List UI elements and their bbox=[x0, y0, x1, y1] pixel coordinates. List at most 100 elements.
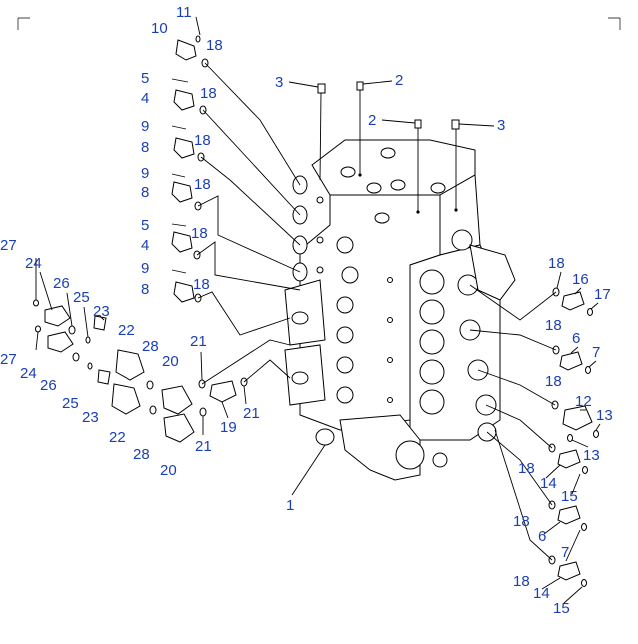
o-ring-26 bbox=[72, 352, 80, 362]
left-spool-caps bbox=[292, 175, 359, 446]
bolt-hole bbox=[316, 196, 324, 204]
spool-cap bbox=[341, 266, 359, 284]
callout-5: 5 bbox=[141, 70, 149, 87]
callout-26: 26 bbox=[40, 377, 57, 394]
spool-cover bbox=[419, 329, 445, 355]
adapter-6 bbox=[559, 351, 583, 371]
callout-labels: 11 10 18 5 4 18 9 8 18 9 8 18 5 4 18 9 8… bbox=[0, 4, 613, 617]
spool-cap bbox=[336, 236, 354, 254]
adapter-14 bbox=[557, 449, 581, 469]
clip-9 bbox=[171, 125, 187, 130]
cap-13 bbox=[593, 430, 599, 438]
clip-9 bbox=[171, 269, 187, 274]
callout-9: 9 bbox=[141, 165, 149, 182]
callout-2: 2 bbox=[395, 72, 403, 89]
top-plug-5 bbox=[430, 182, 446, 194]
callout-7: 7 bbox=[592, 344, 600, 361]
fitting-8 bbox=[171, 181, 193, 203]
fitting-22 bbox=[111, 383, 141, 415]
clip-5 bbox=[171, 78, 189, 83]
cap-7 bbox=[581, 523, 587, 531]
callout-22: 22 bbox=[118, 322, 135, 339]
callout-18: 18 bbox=[200, 85, 217, 102]
spool-cap bbox=[336, 386, 354, 404]
ring-25 bbox=[85, 336, 91, 344]
bolt-hole bbox=[387, 277, 393, 283]
top-plugs-2-3 bbox=[317, 81, 460, 212]
spool-cover bbox=[419, 389, 445, 415]
spool-cover bbox=[419, 299, 445, 325]
fitting-4 bbox=[173, 89, 195, 111]
callout-18: 18 bbox=[545, 373, 562, 390]
spool-cover bbox=[419, 269, 445, 295]
bolt-hole bbox=[316, 266, 324, 274]
callout-28: 28 bbox=[142, 338, 159, 355]
callout-20: 20 bbox=[160, 462, 177, 479]
fitting-23 bbox=[97, 369, 111, 385]
callout-15: 15 bbox=[553, 600, 570, 617]
callout-18: 18 bbox=[545, 317, 562, 334]
callout-14: 14 bbox=[540, 475, 557, 492]
callout-13: 13 bbox=[596, 407, 613, 424]
callout-24: 24 bbox=[20, 365, 37, 382]
fitting-4 bbox=[171, 231, 193, 253]
callout-21: 21 bbox=[243, 405, 260, 422]
o-ring-28 bbox=[146, 380, 154, 390]
callout-25: 25 bbox=[73, 289, 90, 306]
callout-16: 16 bbox=[572, 271, 589, 288]
o-ring-28 bbox=[149, 405, 157, 415]
fitting-8 bbox=[173, 137, 195, 159]
callout-18: 18 bbox=[548, 255, 565, 272]
adapter-24 bbox=[44, 305, 71, 327]
plug-2 bbox=[414, 119, 422, 129]
spool-cap bbox=[315, 428, 335, 446]
callout-13: 13 bbox=[583, 447, 600, 464]
leader bbox=[319, 92, 322, 181]
callout-4: 4 bbox=[141, 237, 149, 254]
top-plug-2 bbox=[340, 166, 356, 178]
plug-3 bbox=[451, 119, 460, 130]
bolt-hole bbox=[387, 357, 393, 363]
lower-left-fittings bbox=[33, 299, 248, 443]
left-fittings bbox=[171, 35, 209, 303]
frame-corner-top-right bbox=[608, 17, 621, 30]
callout-6: 6 bbox=[538, 528, 546, 545]
main-valve-assembly bbox=[284, 139, 501, 481]
callout-9: 9 bbox=[141, 260, 149, 277]
callout-5: 5 bbox=[141, 217, 149, 234]
bolt-hole bbox=[387, 397, 393, 403]
o-ring-26 bbox=[68, 325, 76, 335]
o-ring-21 bbox=[199, 407, 207, 417]
adapter-6 bbox=[557, 505, 581, 525]
adapter-16 bbox=[561, 291, 585, 311]
callout-14: 14 bbox=[533, 585, 550, 602]
solenoid-cap bbox=[457, 274, 479, 296]
callout-25: 25 bbox=[62, 395, 79, 412]
callout-18: 18 bbox=[513, 573, 530, 590]
callout-6: 6 bbox=[572, 330, 580, 347]
spool-cap bbox=[336, 326, 354, 344]
callout-24: 24 bbox=[25, 255, 42, 272]
bolt-hole bbox=[387, 317, 393, 323]
fitting-19 bbox=[209, 380, 237, 403]
callout-18: 18 bbox=[193, 276, 210, 293]
elbow-20 bbox=[161, 385, 193, 415]
bolt-hole bbox=[316, 236, 324, 244]
callout-18: 18 bbox=[513, 513, 530, 530]
top-plug-4 bbox=[390, 179, 406, 191]
adapter-24 bbox=[47, 331, 74, 353]
callout-23: 23 bbox=[93, 303, 110, 320]
callout-18: 18 bbox=[194, 132, 211, 149]
callout-26: 26 bbox=[53, 275, 70, 292]
clip-5 bbox=[171, 223, 187, 227]
cap-15 bbox=[581, 579, 587, 587]
cap-7 bbox=[585, 366, 591, 374]
callout-11: 11 bbox=[176, 4, 192, 21]
callout-22: 22 bbox=[109, 429, 126, 446]
callout-18: 18 bbox=[206, 37, 223, 54]
top-plug-6 bbox=[374, 212, 390, 224]
ring-25 bbox=[87, 362, 93, 370]
callout-20: 20 bbox=[162, 353, 179, 370]
callout-27: 27 bbox=[0, 351, 17, 368]
adapter-12 bbox=[562, 405, 593, 431]
